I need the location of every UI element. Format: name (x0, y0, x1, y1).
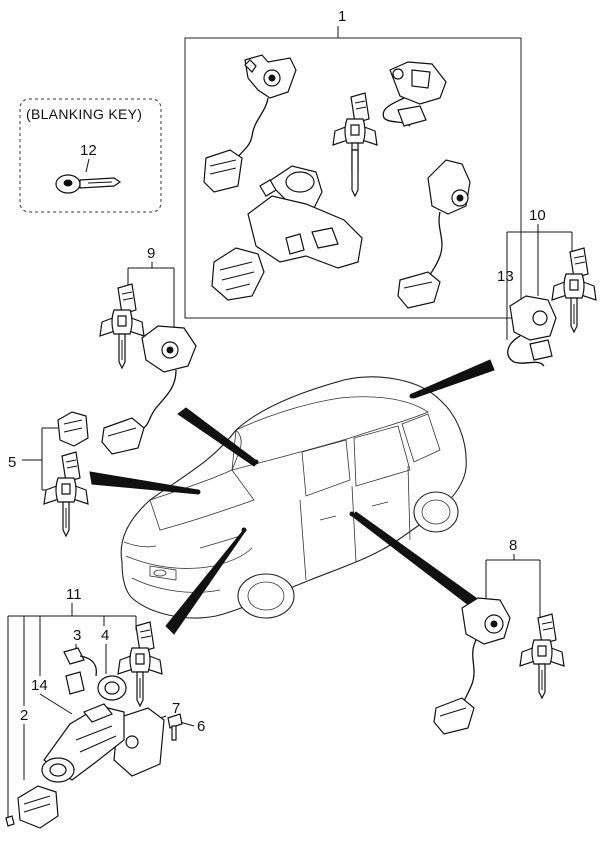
ignition-body-icon (41, 703, 125, 783)
callout-11: 11 (66, 586, 82, 603)
callout-8: 8 (509, 537, 517, 554)
ignition-switch-icon (5, 785, 59, 829)
key-icon (333, 93, 377, 198)
door-lock-right-icon (397, 159, 471, 309)
door-lock-cylinder-icon (101, 325, 197, 455)
trunk-lock-cylinder-icon (507, 295, 557, 367)
group-8 (433, 554, 564, 735)
bolt-icon (167, 713, 183, 741)
callout-4: 4 (101, 627, 109, 644)
trunk-lock-icon (382, 61, 447, 127)
car-illustration (120, 376, 467, 619)
callout-14: 14 (31, 677, 48, 694)
callout-9: 9 (147, 245, 155, 262)
illumination-ring-icon (97, 675, 127, 701)
callout-6: 6 (197, 718, 205, 735)
group-5 (22, 411, 89, 536)
door-lock-cylinder-icon (433, 597, 511, 735)
group-11 (5, 603, 195, 829)
key-icon (520, 614, 564, 698)
lock-set-box (184, 26, 522, 319)
switch-icon (63, 647, 98, 695)
callout-12: 12 (80, 142, 97, 159)
bracket-icon (113, 707, 165, 777)
callout-10: 10 (529, 207, 546, 224)
callout-7: 7 (172, 700, 180, 717)
leader-wedges (89, 359, 495, 635)
blanking-key-label: (BLANKING KEY) (26, 106, 142, 122)
key-icon (44, 452, 88, 536)
callout-5: 5 (8, 454, 16, 471)
callout-2: 2 (20, 707, 28, 724)
key-icon (552, 248, 596, 332)
callout-3: 3 (73, 627, 81, 644)
group-10 (506, 224, 596, 367)
callout-13: 13 (497, 268, 514, 285)
door-lock-cylinder-icon (203, 54, 297, 193)
blanking-key-icon (55, 174, 122, 194)
ignition-lock-icon (211, 165, 363, 301)
lock-cylinder-icon (57, 411, 89, 447)
callout-1: 1 (338, 8, 346, 25)
blanking-key-box: (BLANKING KEY) (19, 98, 162, 213)
group-9 (100, 262, 197, 455)
key-icon (100, 284, 144, 368)
